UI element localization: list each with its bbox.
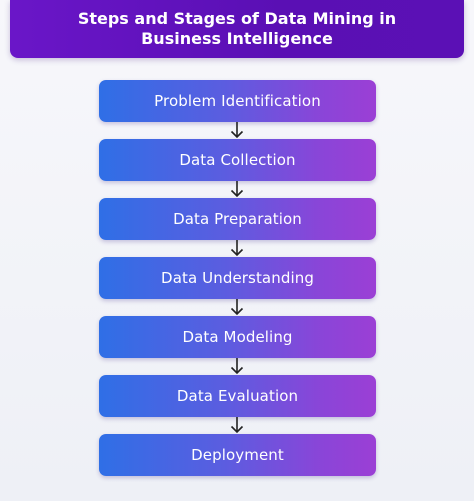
step-data-collection: Data Collection <box>99 139 376 181</box>
down-arrow-icon <box>99 299 376 316</box>
down-arrow-icon <box>99 358 376 375</box>
step-data-evaluation: Data Evaluation <box>99 375 376 417</box>
step-label: Data Preparation <box>173 210 302 228</box>
step-label: Deployment <box>191 446 284 464</box>
step-problem-identification: Problem Identification <box>99 80 376 122</box>
down-arrow-icon <box>99 240 376 257</box>
process-flow: Problem Identification Data Collection D… <box>99 80 376 476</box>
step-data-understanding: Data Understanding <box>99 257 376 299</box>
title-banner: Steps and Stages of Data Mining in Busin… <box>10 0 464 58</box>
step-label: Data Evaluation <box>176 387 299 405</box>
diagram-title: Steps and Stages of Data Mining in Busin… <box>77 9 397 48</box>
down-arrow-icon <box>99 417 376 434</box>
step-deployment: Deployment <box>99 434 376 476</box>
step-label: Data Collection <box>179 151 296 169</box>
step-label: Problem Identification <box>154 92 321 110</box>
step-label: Data Understanding <box>161 269 314 287</box>
step-data-modeling: Data Modeling <box>99 316 376 358</box>
down-arrow-icon <box>99 122 376 139</box>
step-label: Data Modeling <box>182 328 293 346</box>
step-data-preparation: Data Preparation <box>99 198 376 240</box>
down-arrow-icon <box>99 181 376 198</box>
